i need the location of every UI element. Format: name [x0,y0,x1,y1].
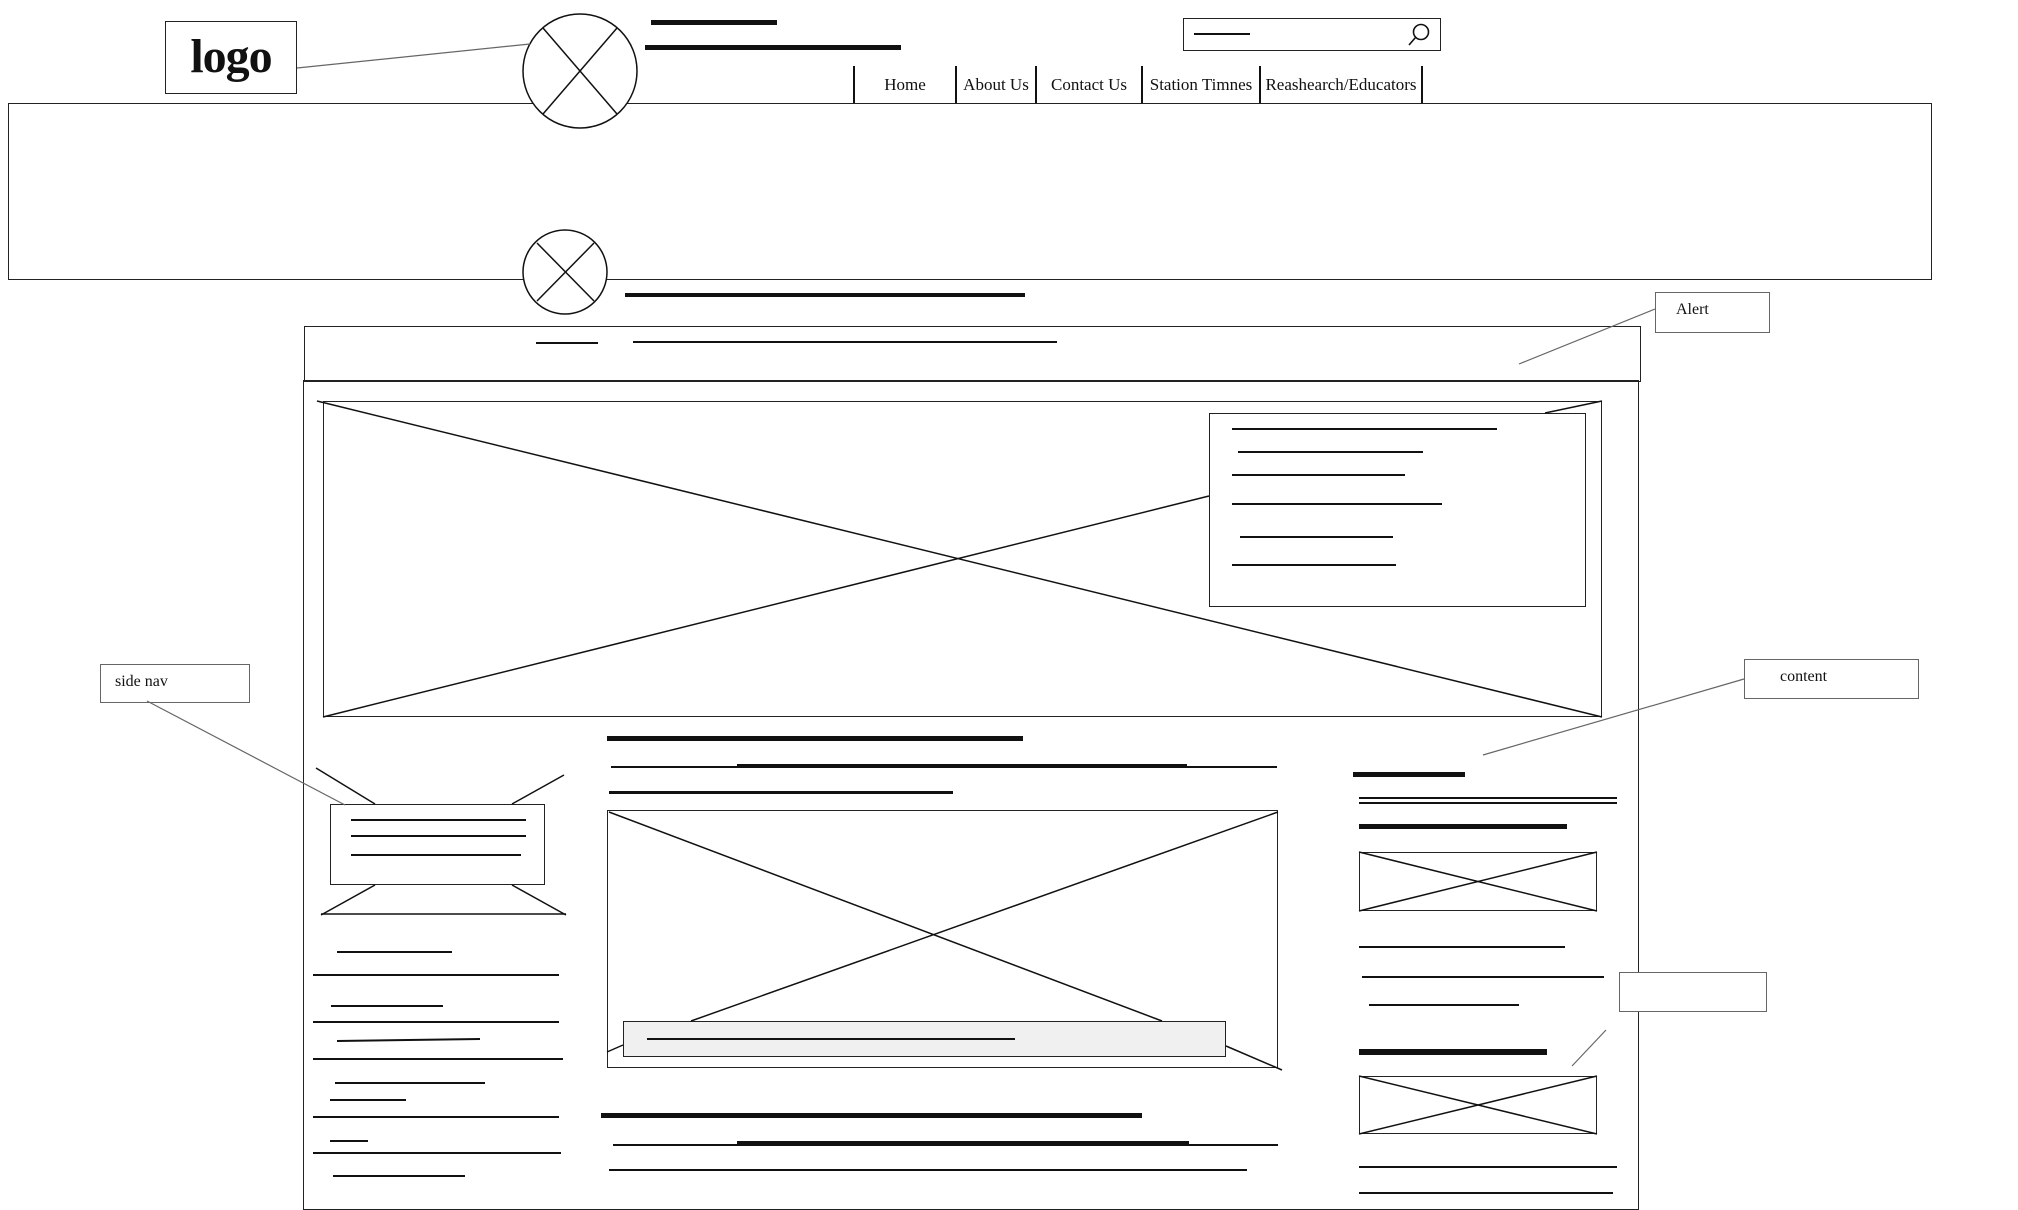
side-nav-card-line [351,819,526,821]
side-nav-divider [313,1116,559,1118]
alert-label-placeholder [536,342,598,344]
sidebar-heading [1353,772,1465,777]
nav-item-research-educators[interactable]: Reashearch/Educators [1265,75,1417,94]
article-heading [601,1113,1142,1118]
callout-alert: Alert [1655,292,1770,333]
sidebar-text-line [1359,802,1617,804]
search-box[interactable] [1183,18,1441,51]
sidebar-text-line [1359,946,1565,948]
sidebar-image-placeholder [1359,1076,1597,1134]
callout-side-nav: side nav [100,664,250,703]
feature-text-line [1232,474,1405,476]
callout-content: content [1744,659,1919,699]
side-nav-divider [313,1152,561,1154]
nav-divider [1141,66,1143,104]
logo-leader-line [296,43,531,69]
search-input[interactable] [1190,23,1394,47]
article-text-line [613,1144,1278,1146]
alert-bar [304,326,1641,382]
alert-text-placeholder [633,341,1057,343]
side-nav-card [330,804,545,885]
logo[interactable]: logo [165,21,297,94]
feature-text-line [1238,451,1423,453]
article-text-line [609,791,953,794]
feature-text-line [1232,428,1497,430]
nav-divider [1421,66,1423,108]
side-nav-divider [313,1021,559,1023]
sidebar-text-line [1362,976,1604,978]
side-nav-card-line [351,835,526,837]
side-nav-link[interactable] [337,951,452,953]
side-nav-divider [313,1058,563,1060]
callout-blank [1619,972,1767,1012]
nav-divider [1259,66,1261,104]
article-text-line [737,1141,1189,1144]
article-text-line [737,764,1187,767]
nav-divider [853,66,855,104]
article-image-caption [623,1021,1226,1057]
hero-banner [8,103,1932,280]
article-text-line [611,766,1277,768]
feature-text-line [1240,536,1393,538]
side-nav-link[interactable] [335,1082,485,1084]
page-heading-placeholder [625,293,1025,297]
side-nav-link[interactable] [330,1140,368,1142]
nav-item-home[interactable]: Home [884,75,926,94]
sidebar-text-line [1359,797,1617,799]
sidebar-subheading [1359,1049,1547,1055]
side-nav-divider [313,974,559,976]
side-nav-link[interactable] [330,1099,406,1101]
site-title-placeholder [651,20,777,25]
feature-text-line [1232,503,1442,505]
nav-item-station-times[interactable]: Station Timnes [1149,75,1253,94]
search-text-placeholder [1194,33,1250,35]
sidebar-subheading [1359,824,1567,829]
sidebar-text-line [1369,1004,1519,1006]
article-heading [607,736,1023,741]
nav-divider [955,66,957,104]
feature-text-line [1232,564,1396,566]
sidebar-image-placeholder [1359,852,1597,911]
site-tagline-placeholder [645,45,901,50]
side-nav-card-line [351,854,521,856]
article-text-line [609,1169,1247,1171]
side-nav-link[interactable] [331,1005,443,1007]
caption-text-placeholder [647,1038,1015,1040]
nav-item-about-us[interactable]: About Us [963,75,1029,94]
logo-text: logo [190,30,272,83]
sidebar-text-line [1359,1166,1617,1168]
search-icon[interactable] [1406,22,1432,48]
sidebar-text-line [1359,1192,1613,1194]
feature-text-card [1209,413,1586,607]
nav-divider [1035,66,1037,104]
nav-item-contact-us[interactable]: Contact Us [1050,75,1128,94]
side-nav-link[interactable] [333,1175,465,1177]
